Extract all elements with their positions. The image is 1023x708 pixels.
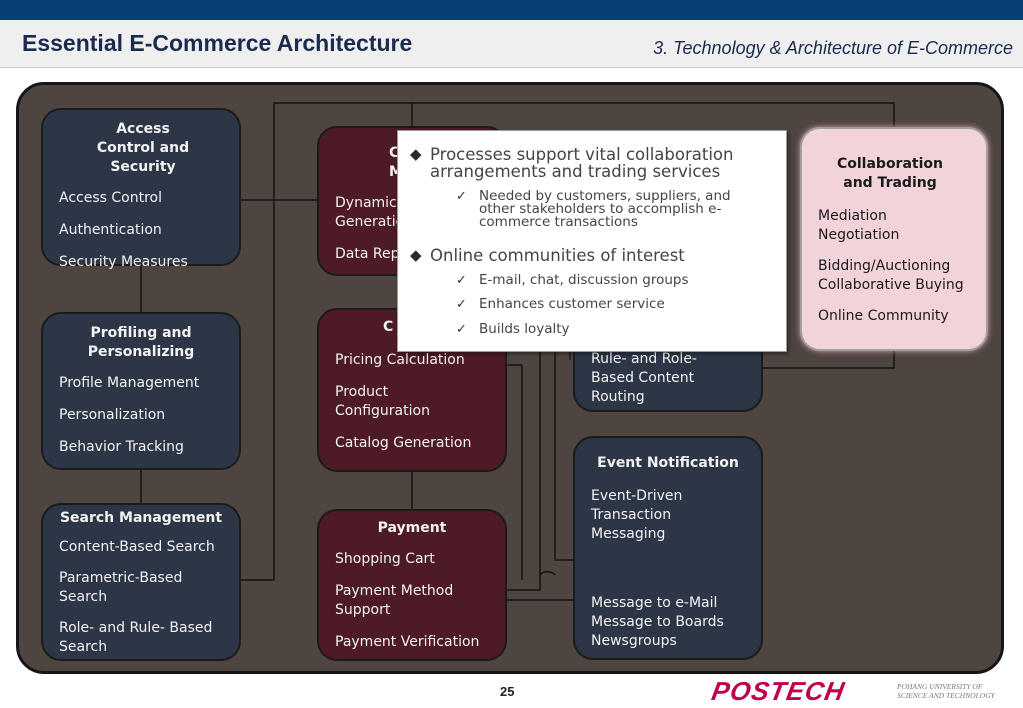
box-item: Payment Verification (335, 634, 480, 650)
logo-subtitle-line2: SCIENCE AND TECHNOLOGY (897, 691, 995, 700)
box-item: Bidding/Auctioning Collaborative Buying (818, 258, 964, 293)
box-item: Dynamic Generatio (335, 195, 405, 230)
postech-logo: POSTECH (709, 676, 848, 706)
diamond-bullet-icon: ◆ (410, 246, 422, 264)
box-item: Message to e-Mail Message to Boards News… (591, 595, 724, 649)
box-item: Shopping Cart (335, 551, 435, 567)
sub-bullet-text: Needed by customers, suppliers, and othe… (479, 188, 731, 230)
box-item: Content-Based Search (59, 539, 215, 555)
box-item: Online Community (818, 308, 949, 324)
box-item: Pricing Calculation (335, 352, 465, 368)
box-item: Payment Method Support (335, 583, 454, 618)
bullet-text: Processes support vital collaboration ar… (430, 145, 734, 181)
box-item: Behavior Tracking (59, 439, 184, 455)
box-item: Product Configuration (335, 384, 430, 419)
sub-bullet-text: Enhances customer service (479, 296, 665, 312)
box-title: Search Management (59, 510, 223, 526)
checkmark-icon: ✓ (456, 273, 467, 288)
box-title: Payment (377, 520, 447, 536)
collaboration-trading-box: Collaboration and Trading Mediation Nego… (800, 127, 988, 351)
logo-subtitle-line1: POHANG UNIVERSITY OF (897, 682, 983, 691)
section-title: 3. Technology & Architecture of E-Commer… (653, 38, 1013, 58)
box-item: Authentication (59, 222, 162, 238)
box-item: Profile Management (59, 375, 200, 391)
page-number: 25 (500, 684, 515, 699)
header-band (0, 20, 1023, 68)
box-item: Rule- and Role- Based Content Routing (591, 351, 697, 405)
search-management-box: Search Management Content-Based Search P… (41, 503, 241, 661)
box-item: Role- and Rule- Based Search (59, 620, 213, 655)
event-notification-box: Event Notification Event-Driven Transact… (573, 436, 763, 660)
top-bar (0, 0, 1023, 20)
sub-bullet-item: ✓ Needed by customers, suppliers, and ot… (456, 188, 746, 230)
box-item: Event-Driven Transaction Messaging (591, 488, 683, 542)
box-item: Catalog Generation (335, 435, 472, 451)
box-item: Mediation Negotiation (818, 208, 900, 243)
box-title: Access Control and Security (96, 121, 190, 175)
box-item: Security Measures (59, 254, 188, 270)
box-item: Access Control (59, 190, 162, 206)
logo-subtitle: POHANG UNIVERSITY OF SCIENCE AND TECHNOL… (897, 682, 995, 700)
box-title: Profiling and Personalizing (87, 325, 195, 360)
page-title: Essential E-Commerce Architecture (22, 30, 413, 56)
diamond-bullet-icon: ◆ (410, 145, 422, 163)
sub-bullet-item: ✓ Enhances customer service (456, 296, 756, 312)
checkmark-icon: ✓ (456, 297, 467, 312)
profiling-box: Profiling and Personalizing Profile Mana… (41, 312, 241, 470)
sub-bullet-text: Builds loyalty (479, 321, 570, 337)
box-title: Event Notification (597, 455, 739, 471)
explanation-callout: ◆ Processes support vital collaboration … (397, 130, 787, 352)
box-item: Parametric-Based Search (59, 570, 183, 605)
access-control-box: Access Control and Security Access Contr… (41, 108, 241, 270)
sub-bullet-item: ✓ Builds loyalty (456, 321, 756, 337)
sub-bullet-text: E-mail, chat, discussion groups (479, 272, 689, 288)
checkmark-icon: ✓ (456, 189, 467, 204)
bullet-item: ◆ Online communities of interest (410, 246, 750, 265)
payment-box: Payment Shopping Cart Payment Method Sup… (317, 509, 507, 661)
box-title: Collaboration and Trading (836, 156, 943, 191)
checkmark-icon: ✓ (456, 322, 467, 337)
box-item: Data Rep (335, 246, 400, 262)
bullet-text: Online communities of interest (430, 246, 685, 265)
box-item: Personalization (59, 407, 166, 423)
bullet-item: ◆ Processes support vital collaboration … (410, 145, 750, 181)
sub-bullet-item: ✓ E-mail, chat, discussion groups (456, 272, 756, 288)
